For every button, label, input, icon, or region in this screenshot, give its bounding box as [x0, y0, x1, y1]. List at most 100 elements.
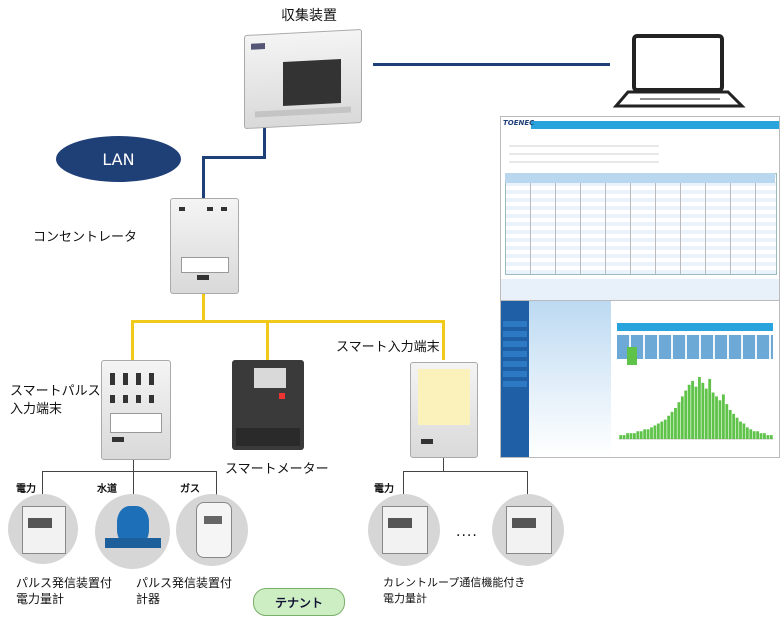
usage-bar-chart	[619, 377, 773, 440]
power-meter-circle-3	[492, 494, 564, 566]
collector-slot	[255, 106, 351, 118]
power-line-drop-pulse	[131, 320, 134, 360]
water-meter-pipe	[105, 538, 161, 548]
power-label-left: 電力	[16, 484, 36, 495]
smart-pulse-label: スマートパルス 入力端末	[10, 384, 101, 417]
collector-display	[283, 59, 341, 107]
chart-bar	[677, 402, 681, 439]
chart-bar	[694, 386, 698, 439]
smart-meter-label: スマートメーター	[225, 462, 329, 477]
lan-label: LAN	[102, 149, 135, 169]
smart-pulse-leds-row2	[110, 395, 162, 403]
chart-bar	[639, 431, 643, 439]
laptop-icon	[612, 34, 746, 108]
power-line-drop-input	[442, 320, 445, 360]
power-meter-circle-2	[368, 494, 440, 566]
chart-bar	[646, 429, 650, 439]
smart-pulse-device	[101, 360, 171, 460]
chart-bar	[725, 404, 729, 440]
chart-bar	[670, 411, 674, 440]
concentrator-port-a	[179, 207, 185, 211]
chart-bar	[653, 425, 657, 439]
chart-bar	[756, 431, 760, 439]
water-label: 水道	[97, 484, 117, 495]
meter-line-pulse-down	[133, 458, 134, 472]
meter-line-d	[403, 471, 404, 495]
smart-input-mark	[421, 439, 433, 444]
smart-input-label: スマート入力端末	[336, 340, 440, 355]
meter-line-input-bus	[403, 471, 528, 472]
chart-bar	[656, 423, 660, 439]
chart-bar	[763, 433, 766, 439]
gas-label: ガス	[180, 484, 200, 495]
current-loop-meter-caption: カレントループ通信機能付き 電力量計	[383, 576, 526, 605]
chart-bar	[745, 427, 749, 440]
lan-line-horizontal	[202, 156, 266, 159]
power-meter-3-body	[506, 506, 552, 554]
chart-bar	[728, 409, 732, 439]
chart-bar	[643, 429, 647, 439]
chart-bar	[680, 396, 684, 440]
chart-bar	[759, 433, 763, 439]
app-chart-toolbar	[617, 323, 773, 331]
concentrator-sticker	[181, 257, 229, 273]
smart-pulse-mark	[112, 437, 124, 442]
water-meter-circle	[95, 494, 170, 569]
meter-ellipsis: ....	[456, 524, 478, 540]
power-meter-1-body	[22, 506, 66, 554]
chart-bar	[650, 427, 653, 440]
smart-meter-display	[254, 368, 286, 388]
concentrator-port-c	[221, 207, 227, 211]
chart-bar	[622, 435, 626, 440]
power-line-concentrator-down	[202, 292, 205, 322]
lan-line-to-concentrator	[202, 156, 205, 200]
pulse-power-meter-caption: パルス発信装置付 電力量計	[16, 576, 113, 606]
chart-bar	[769, 435, 773, 440]
app-legend-swatch	[627, 347, 637, 365]
gas-meter-display	[204, 516, 222, 524]
smart-meter-button	[279, 393, 285, 399]
chart-bar	[701, 382, 705, 439]
chart-bar	[749, 429, 753, 439]
power-line-bus	[131, 320, 445, 323]
concentrator-device	[170, 198, 239, 294]
app-header-bar	[531, 121, 779, 129]
power-line-drop-meter	[266, 320, 269, 360]
tenant-label: テナント	[274, 595, 323, 610]
chart-bar	[715, 396, 718, 440]
meter-line-input-down	[443, 455, 444, 472]
chart-bar	[718, 400, 722, 439]
lan-ellipse: LAN	[56, 136, 181, 182]
app-screenshot-table: TOENEC	[500, 116, 780, 304]
chart-bar	[684, 390, 688, 439]
collector-logo	[251, 42, 265, 50]
chart-bar	[691, 380, 694, 440]
concentrator-brand-mark	[197, 275, 209, 280]
power-label-right: 電力	[374, 484, 394, 495]
collector-label: 収集装置	[281, 8, 337, 24]
gas-meter-body	[196, 502, 232, 558]
chart-bar	[742, 423, 746, 439]
smart-meter-terminal	[236, 428, 300, 446]
concentrator-port-b	[207, 207, 213, 211]
concentrator-label: コンセントレータ	[33, 230, 138, 245]
tenant-pill: テナント	[253, 588, 345, 616]
chart-bar	[735, 417, 739, 439]
meter-line-a	[42, 471, 43, 495]
chart-bar	[619, 435, 623, 440]
chart-bar	[626, 433, 629, 439]
chart-bar	[663, 419, 667, 440]
smart-input-panel	[418, 369, 470, 425]
chart-bar	[698, 377, 701, 439]
pulse-meter-caption: パルス発信装置付 計器	[136, 576, 233, 606]
chart-bar	[636, 431, 640, 439]
chart-bar	[674, 408, 677, 439]
chart-bar	[732, 413, 736, 439]
power-meter-1-display	[28, 518, 52, 528]
app-sky-image	[529, 301, 611, 457]
chart-bar	[711, 392, 715, 439]
app-chart-options	[617, 335, 773, 359]
power-meter-2-body	[382, 506, 428, 554]
meter-line-pulse-bus	[42, 471, 217, 472]
chart-bar	[766, 435, 770, 440]
